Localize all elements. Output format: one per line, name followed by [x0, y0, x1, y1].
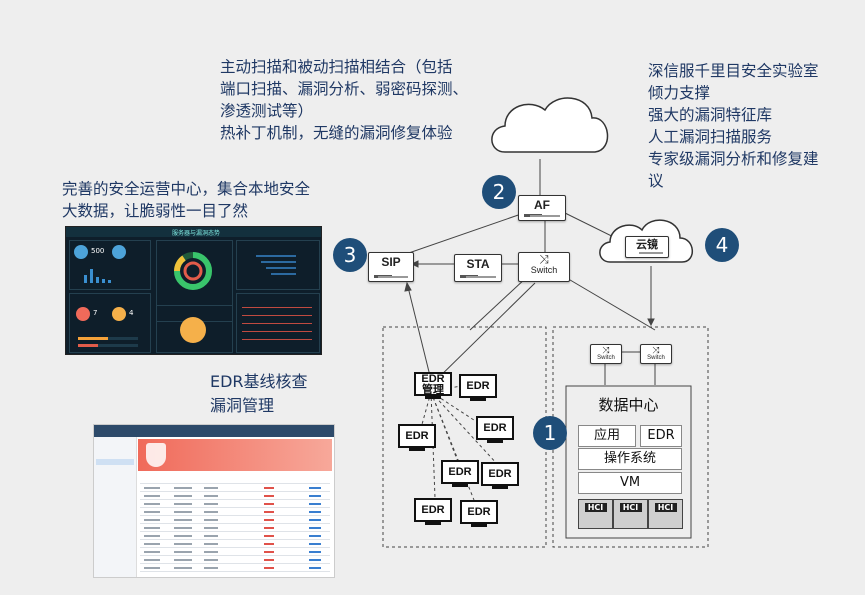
edr-monitor: EDR	[398, 424, 436, 454]
number-badge-3: 3	[333, 238, 367, 272]
switch-left-device: ⤨Switch	[590, 344, 622, 364]
number-badge-2: 2	[482, 175, 516, 209]
edr-monitor: EDR	[460, 500, 498, 530]
edr-management-screenshot	[93, 424, 335, 578]
cloud-mirror-device: 云镜	[625, 236, 669, 258]
host-icon	[112, 245, 126, 259]
datacenter-vm: VM	[578, 472, 682, 494]
sip-platform-device: SIP	[368, 252, 414, 282]
dashboard-title: 服务器与漏洞态势	[171, 230, 220, 237]
core-switch-device: ⤨ Switch	[518, 252, 570, 282]
alert-icon	[76, 307, 90, 321]
datacenter-title: 数据中心	[598, 396, 659, 414]
hci-server: HCI	[648, 499, 683, 529]
hci-server-row: HCI HCI HCI	[578, 499, 683, 529]
dashboard-graphics	[78, 252, 312, 347]
warning-icon	[112, 307, 126, 321]
shield-icon	[146, 443, 166, 467]
edr-monitor: EDR	[441, 460, 479, 490]
security-dashboard-screenshot: 服务器与漏洞态势 500 7 4	[65, 226, 322, 355]
datacenter-os: 操作系统	[578, 448, 682, 470]
sta-device: STA	[454, 254, 502, 282]
server-icon	[74, 245, 88, 259]
datacenter-edr: EDR	[640, 425, 682, 447]
number-badge-1: 1	[533, 416, 567, 450]
callout-scan-features: 主动扫描和被动扫描相结合（包括 端口扫描、漏洞分析、弱密码探测、 渗透测试等） …	[220, 58, 469, 142]
hci-server: HCI	[613, 499, 648, 529]
edr-monitor: EDR	[414, 498, 452, 528]
hci-server: HCI	[578, 499, 613, 529]
edr-monitor: EDR	[459, 374, 497, 404]
switch-right-device: ⤨Switch	[640, 344, 672, 364]
callout-lab-support: 深信服千里目安全实验室 倾力支撑 强大的漏洞特征库 人工漏洞扫描服务 专家级漏洞…	[648, 62, 819, 190]
edr-monitor: EDR	[476, 416, 514, 446]
callout-edr: EDR基线核查 漏洞管理	[210, 372, 308, 415]
callout-security-operations: 完善的安全运营中心，集合本地安全 大数据，让脆弱性一目了然	[62, 180, 311, 220]
af-firewall-device: AF	[518, 195, 566, 221]
datacenter-app: 应用	[578, 425, 636, 447]
number-badge-4: 4	[705, 228, 739, 262]
edr-monitor: EDR	[481, 462, 519, 492]
vulnerability-banner	[138, 439, 332, 471]
edr-table-lines	[140, 483, 330, 572]
